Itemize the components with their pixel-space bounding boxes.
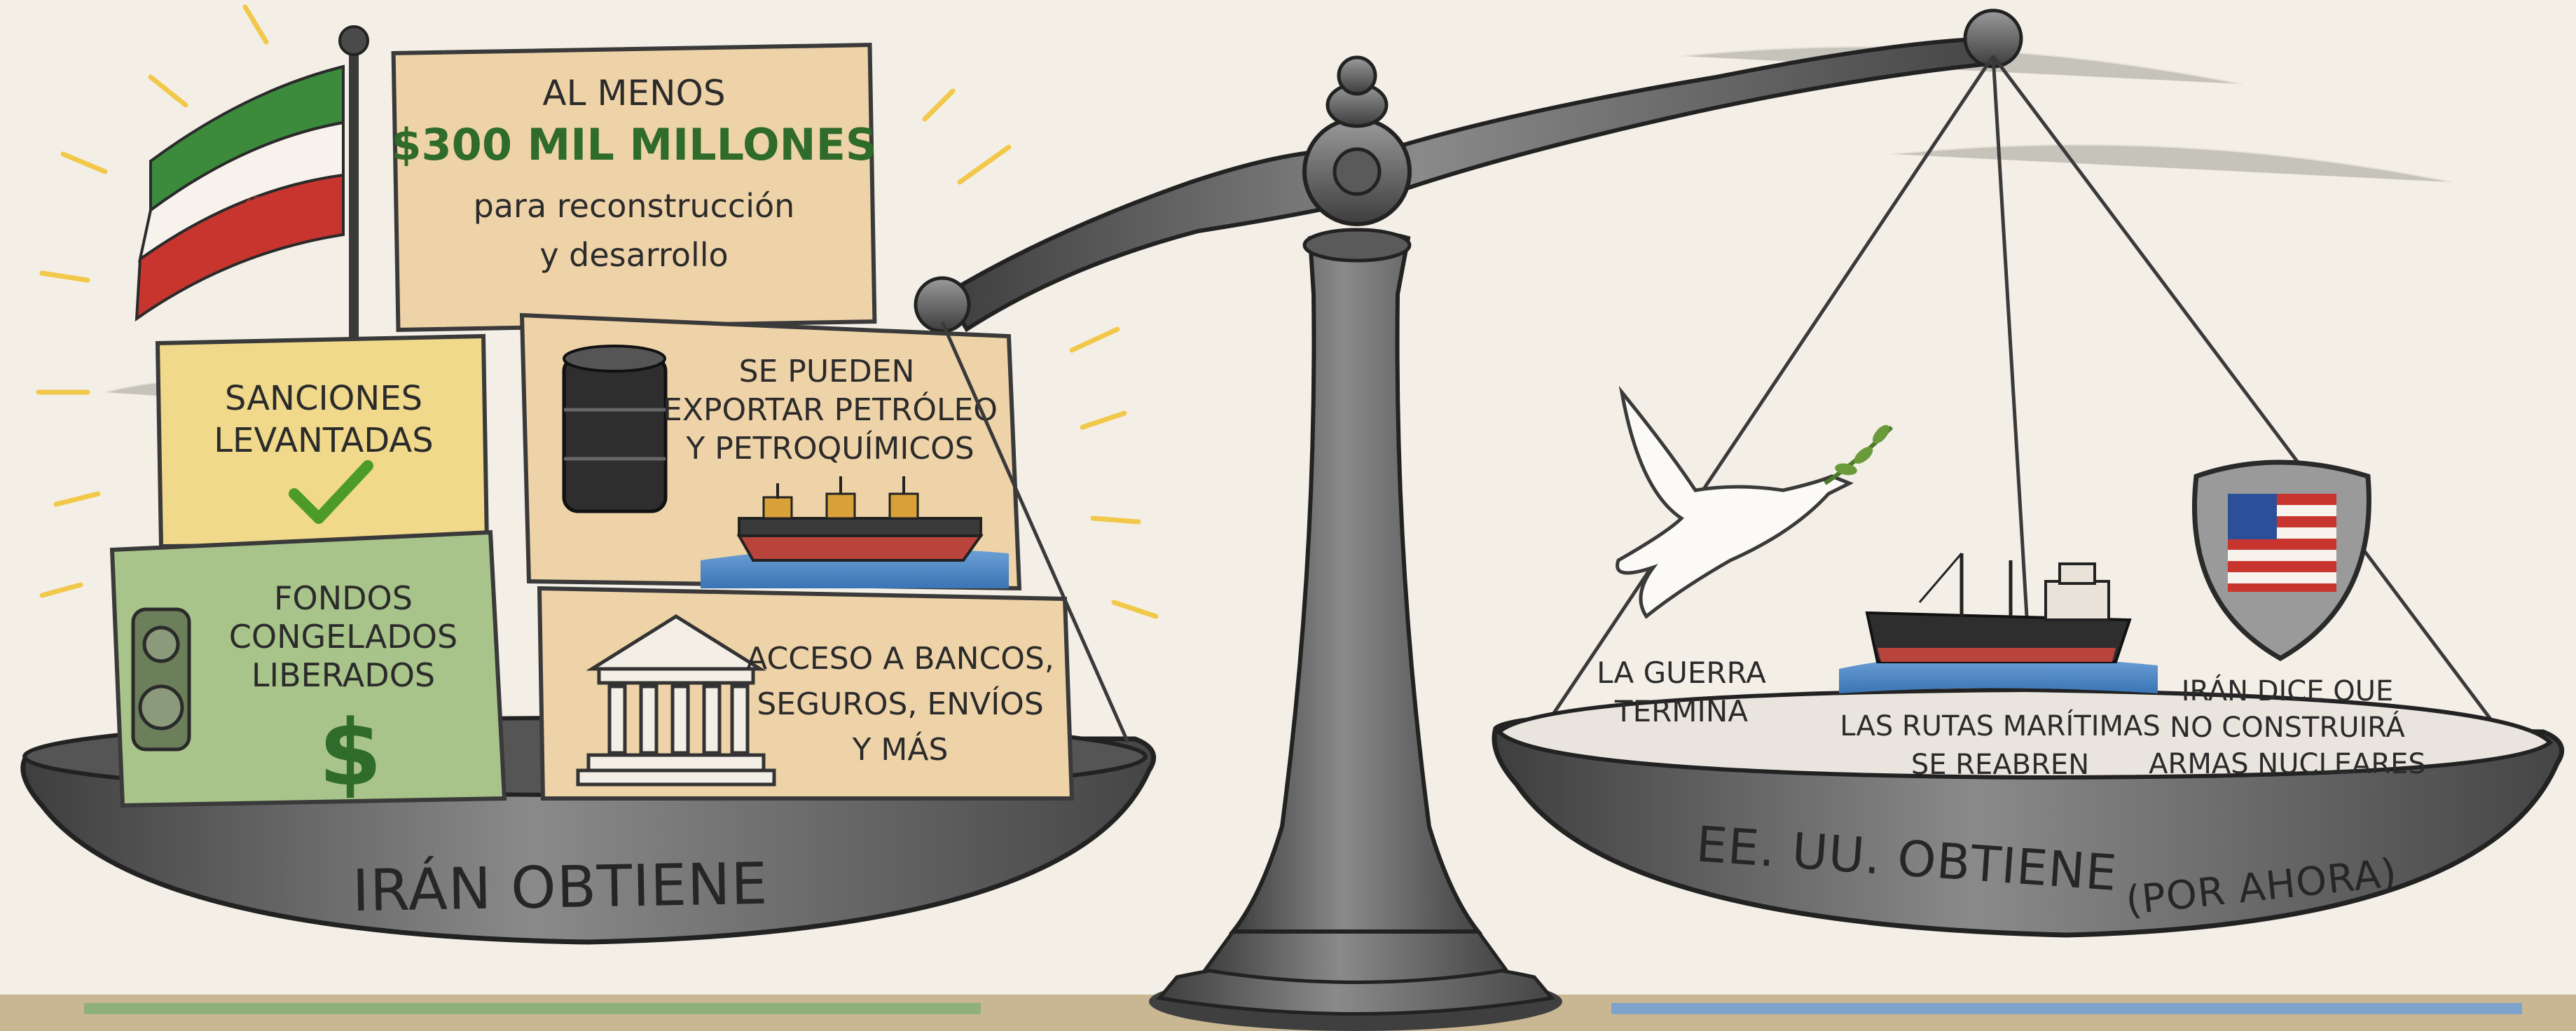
vault-dial-icon	[131, 607, 191, 752]
nuclear-line3: ARMAS NUCLEARES	[2149, 748, 2426, 780]
bank-line2: SEGUROS, ENVÍOS	[757, 685, 1044, 722]
oil-export-box: SE PUEDEN EXPORTAR PETRÓLEO Y PETROQUÍMI…	[519, 312, 1022, 591]
bank-line1: ACCESO A BANCOS,	[746, 641, 1054, 677]
highlight-rays	[36, 4, 1159, 619]
nuclear-line2: NO CONSTRUIRÁ	[2170, 710, 2405, 744]
left-pan-chains	[940, 321, 1130, 744]
us-flag-shield-icon	[2192, 459, 2371, 662]
top-box-line1: AL MENOS	[542, 73, 725, 113]
war-ends-line2: TERMINA	[1614, 694, 1748, 728]
routes-line1: LAS RUTAS MARÍTIMAS	[1840, 709, 2161, 742]
left-pan-label: IRÁN OBTIENE	[352, 850, 769, 925]
routes-line2: SE REABREN	[1911, 749, 2089, 781]
oil-barrel-icon	[562, 345, 668, 513]
iran-flag-icon: ☫	[135, 25, 369, 354]
column-collar	[1302, 228, 1412, 263]
bank-building-icon	[576, 614, 776, 787]
finial-knob	[1337, 55, 1377, 96]
cargo-ship-icon	[1839, 553, 2158, 693]
reconstruction-funds-box: AL MENOS $300 MIL MILLONES para reconstr…	[391, 43, 877, 332]
oil-line3: Y PETROQUÍMICOS	[685, 429, 974, 466]
dollar-sign-icon: $	[319, 700, 382, 806]
sanctions-line2: LEVANTADAS	[214, 421, 433, 460]
war-ends-line1: LA GUERRA	[1597, 656, 1766, 690]
tanker-ship-icon	[701, 476, 1009, 588]
oil-line2: EXPORTAR PETRÓLEO	[663, 391, 998, 428]
peace-dove-icon	[1616, 385, 1894, 619]
nuclear-line1: IRÁN DICE QUE	[2182, 674, 2394, 707]
bank-line3: Y MÁS	[852, 731, 949, 768]
bank-access-box: ACCESO A BANCOS, SEGUROS, ENVÍOS Y MÁS	[537, 586, 1075, 801]
check-icon	[289, 460, 373, 524]
sanctions-line1: SANCIONES	[225, 379, 422, 418]
oil-line1: SE PUEDEN	[739, 354, 915, 389]
svg-text:☫: ☫	[242, 190, 269, 224]
scale-base	[1149, 915, 1562, 1031]
sanctions-lifted-box: SANCIONES LEVANTADAS	[155, 333, 490, 549]
top-box-amount: $300 MIL MILLONES	[391, 119, 876, 170]
funds-line2: CONGELADOS	[229, 618, 457, 656]
right-pan: EE. UU. OBTIENE (POR AHORA)	[1492, 687, 2565, 938]
funds-line1: FONDOS	[274, 579, 413, 617]
top-box-line4: y desarrollo	[539, 236, 728, 274]
pivot-bolt	[1332, 147, 1382, 196]
funds-line3: LIBERADOS	[252, 656, 435, 694]
frozen-funds-box: FONDOS CONGELADOS LIBERADOS $	[109, 530, 507, 808]
top-box-line3: para reconstrucción	[474, 187, 795, 225]
